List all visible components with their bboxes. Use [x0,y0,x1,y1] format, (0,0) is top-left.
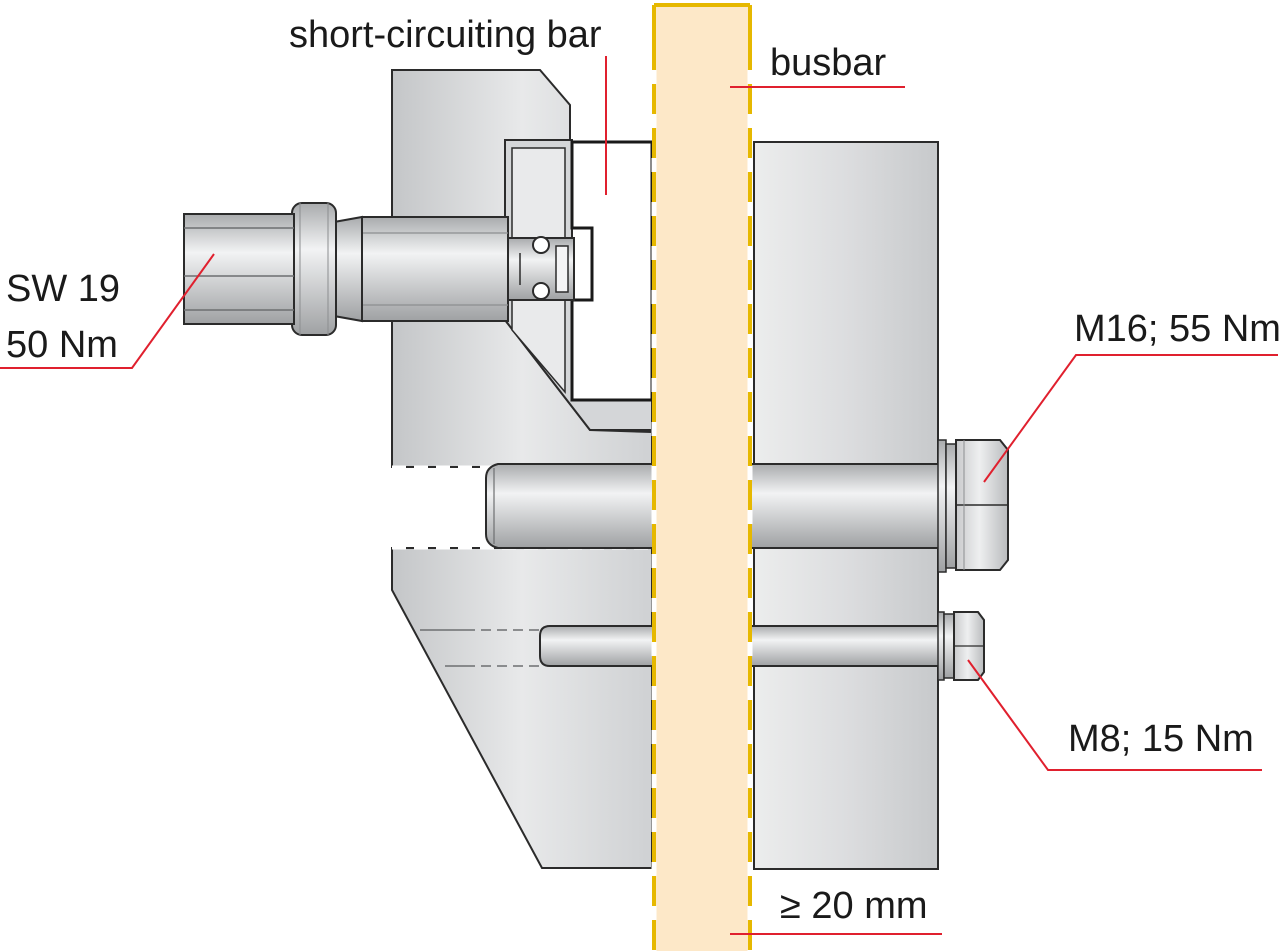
leader-m8 [967,659,1262,771]
leader-sw19 [0,253,215,369]
label-m8-bolt: M8; 15 Nm [1068,718,1254,760]
leader-lines [0,56,1278,935]
label-sw-torque: 50 Nm [6,324,118,366]
screw-cap [507,236,575,301]
busbar [651,3,753,951]
short-circuiting-bar [570,140,654,402]
clamp-lower-wedge [391,546,653,869]
label-m16-bolt: M16; 55 Nm [1074,308,1280,350]
label-sw-size: SW 19 [6,268,120,310]
label-short-circuiting-bar: short-circuiting bar [289,14,602,56]
label-min-width: ≥ 20 mm [780,885,928,927]
label-busbar: busbar [770,42,887,84]
leader-m16 [983,354,1278,483]
clamp-screw [183,202,509,336]
